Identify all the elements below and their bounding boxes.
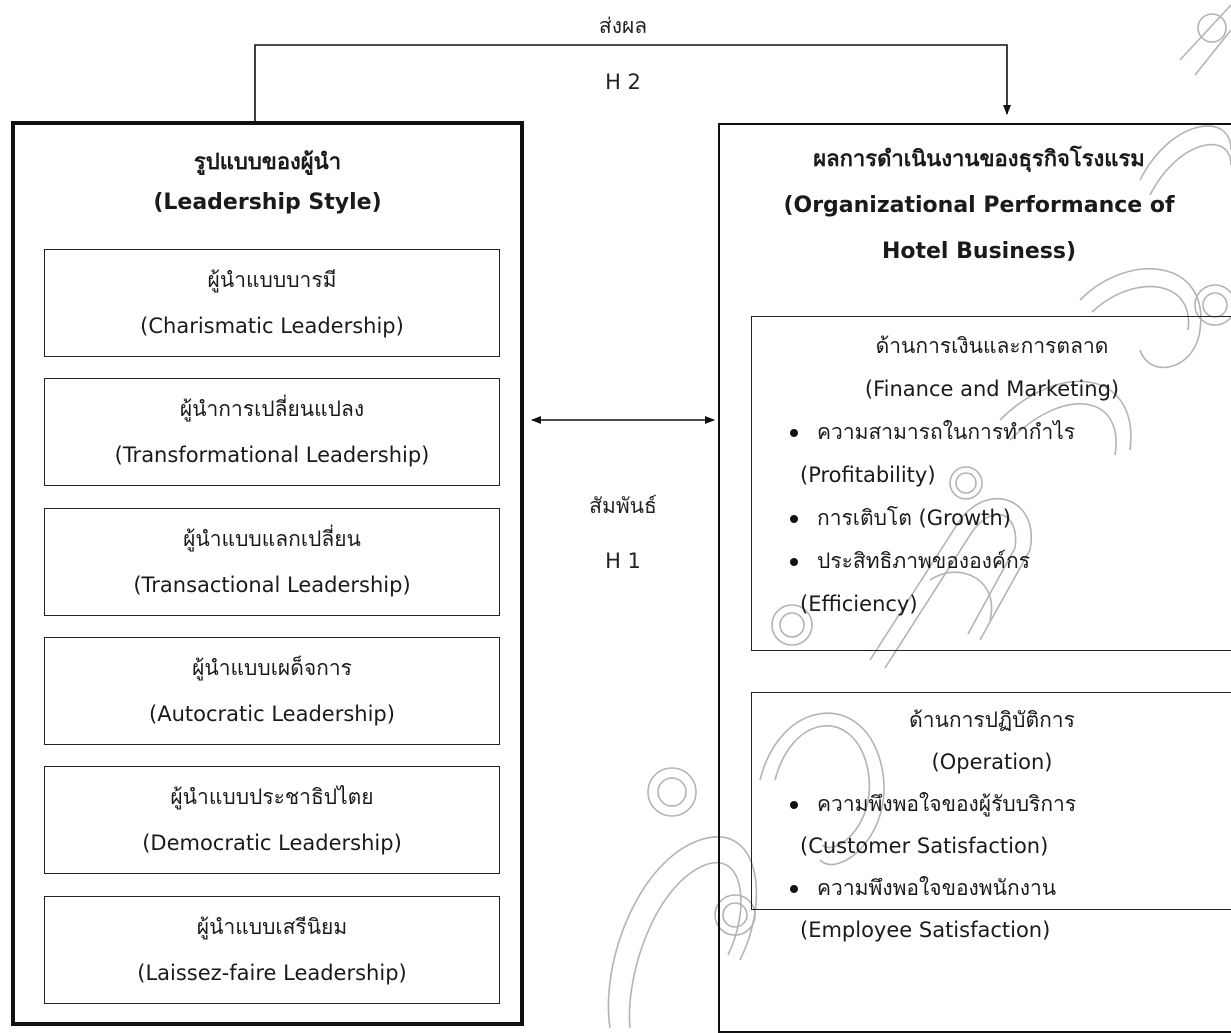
dimension-title-en: (Finance and Marketing) <box>864 377 1120 401</box>
leadership-style-item: ผู้นำแบบประชาธิปไตย (Democratic Leadersh… <box>44 766 500 874</box>
indicator-item: ความพึงพอใจของพนักงาน (Employee Satisfac… <box>752 867 1231 951</box>
indicator-item: ประสิทธิภาพขององค์กร (Efficiency) <box>752 540 1231 626</box>
indicator-en: (Customer Satisfaction) <box>800 834 1049 858</box>
leadership-style-en: (Laissez-faire Leadership) <box>137 961 407 985</box>
bullet-icon <box>790 515 798 523</box>
leadership-style-en: (Autocratic Leadership) <box>149 702 395 726</box>
finance-marketing-box: ด้านการเงินและการตลาด (Finance and Marke… <box>751 316 1231 651</box>
bullet-icon <box>790 429 798 437</box>
indicator-list: ความสามารถในการทำกำไร (Profitability) กา… <box>752 411 1231 626</box>
performance-title-th: ผลการดำเนินงานของธุรกิจโรงแรม <box>813 147 1145 172</box>
dimension-title-en: (Operation) <box>931 750 1053 774</box>
leadership-style-en: (Transformational Leadership) <box>114 443 430 467</box>
leadership-style-th: ผู้นำแบบเสรีนิยม <box>196 915 348 939</box>
dimension-title-th: ด้านการปฏิบัติการ <box>909 708 1075 732</box>
indicator-en: (Profitability) <box>800 463 936 487</box>
performance-title-en-1: (Organizational Performance of <box>783 193 1175 218</box>
indicator-item: การเติบโต (Growth) <box>752 497 1231 540</box>
leadership-style-th: ผู้นำแบบแลกเปลี่ยน <box>183 527 361 551</box>
leadership-style-th: ผู้นำการเปลี่ยนแปลง <box>179 397 365 421</box>
leadership-title-en: (Leadership Style) <box>153 190 382 215</box>
leadership-title-th: รูปแบบของผู้นำ <box>193 150 342 175</box>
leadership-style-item: ผู้นำแบบแลกเปลี่ยน (Transactional Leader… <box>44 508 500 616</box>
h2-arrow <box>254 44 1011 121</box>
performance-title-en-2: Hotel Business) <box>881 239 1077 264</box>
indicator-th: การเติบโต (Growth) <box>817 506 1011 530</box>
indicator-list: ความพึงพอใจของผู้รับบริการ (Customer Sat… <box>752 783 1231 951</box>
h2-relation-label: ส่งผล <box>598 14 648 38</box>
leadership-style-item: ผู้นำการเปลี่ยนแปลง (Transformational Le… <box>44 378 500 486</box>
indicator-th: ความสามารถในการทำกำไร <box>817 420 1076 444</box>
leadership-style-th: ผู้นำแบบเผด็จการ <box>192 656 352 680</box>
bullet-icon <box>790 558 798 566</box>
indicator-en: (Efficiency) <box>800 592 918 616</box>
leadership-style-item: ผู้นำแบบบารมี (Charismatic Leadership) <box>44 249 500 357</box>
bullet-icon <box>790 885 798 893</box>
h1-relation-label: สัมพันธ์ <box>589 494 657 518</box>
operation-box: ด้านการปฏิบัติการ (Operation) ความพึงพอใ… <box>751 692 1231 942</box>
leadership-style-item: ผู้นำแบบเผด็จการ (Autocratic Leadership) <box>44 637 500 745</box>
organizational-performance-box: ผลการดำเนินงานของธุรกิจโรงแรม (Organizat… <box>718 123 1231 1033</box>
dimension-title-th: ด้านการเงินและการตลาด <box>875 334 1109 358</box>
indicator-en: (Employee Satisfaction) <box>800 918 1051 942</box>
indicator-th: ความพึงพอใจของพนักงาน <box>817 876 1057 900</box>
indicator-th: ประสิทธิภาพขององค์กร <box>817 549 1030 573</box>
leadership-style-box: รูปแบบของผู้นำ (Leadership Style) ผู้นำแ… <box>11 121 524 1026</box>
bullet-icon <box>790 801 798 809</box>
indicator-item: ความพึงพอใจของผู้รับบริการ (Customer Sat… <box>752 783 1231 867</box>
leadership-style-en: (Transactional Leadership) <box>133 573 411 597</box>
h1-hypothesis-label: H 1 <box>605 549 641 573</box>
leadership-style-en: (Democratic Leadership) <box>142 831 402 855</box>
leadership-style-en: (Charismatic Leadership) <box>140 314 404 338</box>
leadership-style-item: ผู้นำแบบเสรีนิยม (Laissez-faire Leadersh… <box>44 896 500 1004</box>
h2-hypothesis-label: H 2 <box>605 70 641 94</box>
leadership-style-th: ผู้นำแบบบารมี <box>207 268 337 292</box>
leadership-style-th: ผู้นำแบบประชาธิปไตย <box>170 785 374 809</box>
indicator-th: ความพึงพอใจของผู้รับบริการ <box>817 792 1077 816</box>
indicator-item: ความสามารถในการทำกำไร (Profitability) <box>752 411 1231 497</box>
